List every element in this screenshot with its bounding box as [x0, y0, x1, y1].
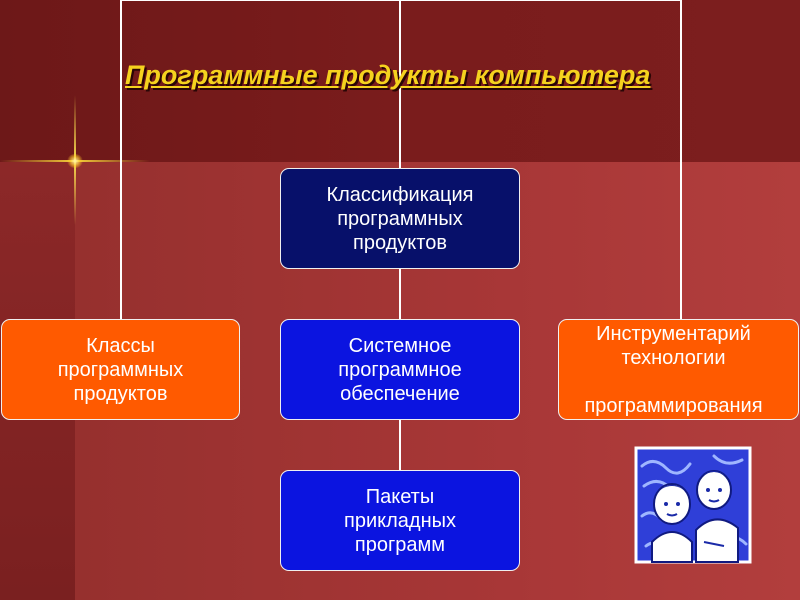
- programming-tools-box[interactable]: Инструментарий технологии программирован…: [558, 319, 799, 420]
- classification-box[interactable]: Классификация программных продуктов: [280, 168, 520, 269]
- sparkle-icon: [67, 154, 83, 168]
- system-software-box[interactable]: Системное программное обеспечение: [280, 319, 520, 420]
- system-software-label: Системное программное обеспечение: [338, 334, 462, 405]
- students-clipart-icon: [634, 446, 752, 564]
- application-packages-box[interactable]: Пакеты прикладных программ: [280, 470, 520, 571]
- classes-label: Классы программных продуктов: [57, 334, 184, 405]
- application-packages-label: Пакеты прикладных программ: [344, 485, 456, 556]
- classes-box[interactable]: Классы программных продуктов: [1, 319, 240, 420]
- classification-label: Классификация программных продуктов: [326, 183, 474, 254]
- page-title: Программные продукты компьютера: [125, 60, 651, 90]
- programming-tools-label: Инструментарий технологии программирован…: [584, 323, 763, 417]
